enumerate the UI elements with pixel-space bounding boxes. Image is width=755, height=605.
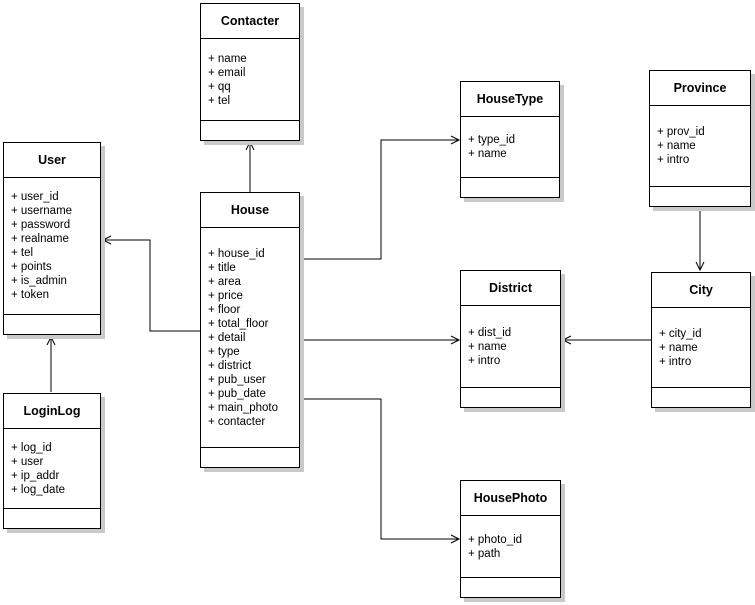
class-housetype-methods	[461, 178, 559, 197]
class-province-attributes: + prov_id + name + intro	[650, 106, 750, 187]
attribute: + path	[468, 547, 501, 560]
attribute: + floor	[208, 303, 241, 316]
class-loginlog-attributes: + log_id+ user+ ip_addr+ log_date	[4, 429, 100, 509]
attribute: + realname	[11, 233, 69, 245]
class-house-attributes: + house_id+ title+ area+ price+ floor+ t…	[201, 228, 299, 448]
class-user[interactable]: User + user_id + username + password + real…	[3, 142, 101, 335]
attribute: + dist_id	[468, 326, 512, 339]
class-district-methods	[461, 388, 560, 407]
attribute: + intro	[657, 154, 690, 166]
attribute: + pub_user	[208, 373, 266, 386]
attribute: + log_date	[11, 483, 66, 496]
attribute: + house_id	[208, 247, 265, 260]
attribute: + user	[11, 455, 44, 468]
attribute: + type_id	[468, 134, 515, 146]
attribute: + name	[468, 148, 507, 160]
class-city[interactable]: City + city_id+ name+ intro	[651, 272, 751, 408]
connector-house-housetype[interactable]	[300, 135, 461, 260]
attribute: + points	[11, 261, 52, 273]
attribute: + log_id	[11, 441, 52, 454]
attribute: + name	[657, 140, 696, 152]
attribute: + price	[208, 289, 243, 302]
class-housephoto-attributes: + photo_id+ path	[461, 516, 560, 578]
attribute: + contacter	[208, 415, 266, 428]
class-loginlog-title: LoginLog	[4, 394, 100, 429]
class-house-methods	[201, 448, 299, 467]
attribute: + area	[208, 275, 241, 288]
class-loginlog-methods	[4, 509, 100, 528]
attribute: + city_id	[659, 327, 702, 340]
class-district-title: District	[461, 271, 560, 306]
attribute: + name	[208, 52, 247, 65]
attribute: + photo_id	[468, 533, 523, 546]
connector-house-user[interactable]	[101, 235, 200, 332]
class-province-methods	[650, 187, 750, 206]
class-contacter-methods	[201, 121, 299, 140]
attribute: + user_id	[11, 191, 59, 203]
attribute: + total_floor	[208, 317, 269, 330]
attribute: + tel	[208, 94, 231, 107]
attribute: + qq	[208, 80, 231, 93]
class-house[interactable]: House + house_id+ title+ area+ price+ fl…	[200, 192, 300, 468]
attribute: + ip_addr	[11, 469, 60, 482]
class-province[interactable]: Province + prov_id + name + intro	[649, 70, 751, 207]
attribute: + pub_date	[208, 387, 266, 400]
attribute: + name	[659, 341, 698, 354]
class-district-attributes: + dist_id+ name+ intro	[461, 306, 560, 388]
class-district[interactable]: District + dist_id+ name+ intro	[460, 270, 561, 408]
attribute: + name	[468, 340, 507, 353]
attribute: + tel	[11, 247, 34, 259]
attribute: + token	[11, 289, 50, 301]
class-city-attributes: + city_id+ name+ intro	[652, 308, 750, 388]
attribute: + intro	[659, 355, 692, 368]
class-contacter-title: Contacter	[201, 4, 299, 39]
class-housetype-attributes: + type_id + name	[461, 117, 559, 178]
attribute: + district	[208, 359, 252, 372]
class-user-title: User	[4, 143, 100, 178]
class-contacter-attributes: + name+ email+ qq+ tel	[201, 39, 299, 121]
class-city-methods	[652, 388, 750, 407]
class-user-methods	[4, 315, 100, 334]
attribute: + intro	[468, 354, 501, 367]
class-loginlog[interactable]: LoginLog + log_id+ user+ ip_addr+ log_da…	[3, 393, 101, 529]
connector-house-housephoto[interactable]	[300, 398, 461, 544]
attribute: + title	[208, 261, 236, 274]
attribute: + username	[11, 205, 73, 217]
class-city-title: City	[652, 273, 750, 308]
attribute: + detail	[208, 331, 246, 344]
attribute: + password	[11, 219, 71, 231]
class-user-attributes: + user_id + username + password + realname +…	[4, 178, 100, 315]
class-contacter[interactable]: Contacter + name+ email+ qq+ tel	[200, 3, 300, 141]
class-housetype[interactable]: HouseType + type_id + name	[460, 81, 560, 198]
class-province-title: Province	[650, 71, 750, 106]
attribute: + main_photo	[208, 401, 279, 414]
class-housephoto-methods	[461, 578, 560, 597]
class-housephoto-title: HousePhoto	[461, 481, 560, 516]
attribute: + type	[208, 345, 240, 358]
attribute: + is_admin	[11, 275, 67, 287]
class-housetype-title: HouseType	[461, 82, 559, 117]
class-housephoto[interactable]: HousePhoto + photo_id+ path	[460, 480, 561, 598]
class-house-title: House	[201, 193, 299, 228]
attribute: + email	[208, 66, 246, 79]
attribute: + prov_id	[657, 126, 705, 138]
